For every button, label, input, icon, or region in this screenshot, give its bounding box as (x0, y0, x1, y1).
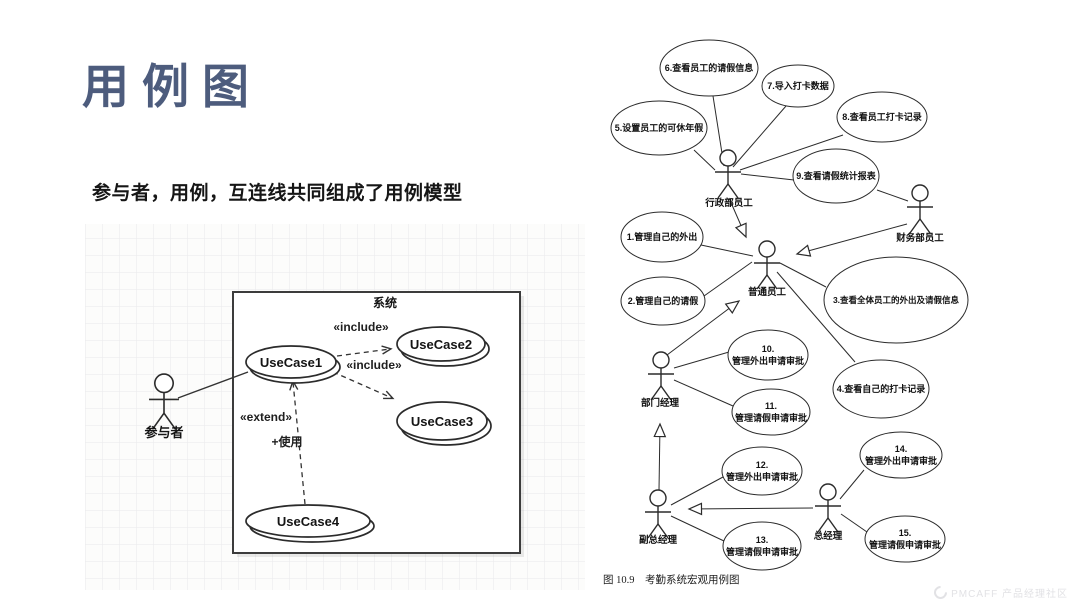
usecase-14: 14. 管理外出申请审批 (859, 431, 943, 479)
use-label: +使用 (271, 434, 302, 449)
svg-text:普通员工: 普通员工 (748, 286, 787, 298)
actor-admin-staff: 行政部员工 (704, 149, 753, 209)
svg-text:管理请假申请审批: 管理请假申请审批 (869, 539, 941, 550)
usecase-13: 13. 管理请假申请审批 (722, 521, 802, 571)
generalization-arrows (653, 197, 908, 516)
usecase4-ellipse: UseCase4 (245, 504, 375, 543)
right-usecase-diagram: 6.查看员工的请假信息 7.导入打卡数据 8.查看员工打卡记录 5.设置员工的可… (598, 22, 1080, 594)
svg-text:6.查看员工的请假信息: 6.查看员工的请假信息 (665, 62, 754, 73)
svg-text:1.管理自己的外出: 1.管理自己的外出 (627, 231, 698, 242)
svg-text:UseCase2: UseCase2 (410, 337, 472, 352)
svg-text:管理外出申请审批: 管理外出申请审批 (865, 455, 937, 466)
usecase3-ellipse: UseCase3 (396, 401, 492, 446)
usecase-7: 7.导入打卡数据 (761, 64, 835, 108)
usecase-11: 11. 管理请假申请审批 (731, 388, 811, 436)
extend-label: «extend» (240, 410, 292, 424)
svg-text:UseCase3: UseCase3 (411, 414, 473, 429)
left-usecase-diagram-svg: 系统 参与者 UseCase1 UseCase2 UseCase3 UseCas… (85, 224, 585, 590)
usecase-15: 15. 管理请假申请审批 (864, 515, 946, 563)
system-label: 系统 (373, 295, 397, 310)
svg-text:管理请假申请审批: 管理请假申请审批 (726, 546, 798, 557)
svg-text:财务部员工: 财务部员工 (895, 232, 944, 244)
actor-participant-label: 参与者 (144, 425, 183, 440)
actor-deputy-gm: 副总经理 (639, 489, 678, 546)
usecase-8: 8.查看员工打卡记录 (836, 91, 928, 143)
watermark-text: PMCAFF 产品经理社区 (951, 589, 1068, 600)
actor-dept-manager: 部门经理 (641, 351, 680, 409)
svg-text:5.设置员工的可休年假: 5.设置员工的可休年假 (615, 122, 705, 133)
usecase1-ellipse: UseCase1 (245, 345, 341, 384)
svg-text:部门经理: 部门经理 (641, 397, 680, 409)
left-usecase-diagram: 系统 参与者 UseCase1 UseCase2 UseCase3 UseCas… (85, 224, 585, 596)
usecase-9: 9.查看请假统计报表 (792, 148, 880, 204)
right-usecase-diagram-svg: 6.查看员工的请假信息 7.导入打卡数据 8.查看员工打卡记录 5.设置员工的可… (603, 39, 969, 586)
svg-text:管理外出申请审批: 管理外出申请审批 (726, 471, 798, 482)
svg-text:15.: 15. (899, 528, 912, 538)
extend-arrow-uc4-uc1 (289, 379, 306, 505)
actor-regular-employee: 普通员工 (748, 240, 787, 298)
svg-text:8.查看员工打卡记录: 8.查看员工打卡记录 (842, 111, 922, 122)
pmcaff-logo-icon (931, 583, 950, 602)
usecase-4: 4.查看自己的打卡记录 (832, 359, 930, 419)
usecase-5: 5.设置员工的可休年假 (610, 100, 708, 156)
svg-text:UseCase4: UseCase4 (277, 514, 340, 529)
svg-text:3.查看全体员工的外出及请假信息: 3.查看全体员工的外出及请假信息 (833, 295, 960, 305)
actor-participant: 参与者 (144, 373, 184, 440)
include-arrow-uc1-uc3 (332, 371, 395, 400)
actor-finance-staff: 财务部员工 (895, 184, 944, 244)
svg-text:UseCase1: UseCase1 (260, 355, 322, 370)
page-title: 用例图 (82, 60, 262, 113)
svg-text:13.: 13. (756, 535, 769, 545)
watermark: PMCAFF 产品经理社区 (931, 583, 1068, 602)
svg-text:副总经理: 副总经理 (639, 534, 678, 546)
actor-gm: 总经理 (814, 483, 843, 542)
slide-subtitle: 参与者，用例，互连线共同组成了用例模型 (92, 183, 463, 204)
svg-text:14.: 14. (895, 444, 908, 454)
usecase2-ellipse: UseCase2 (396, 326, 490, 367)
usecase-10: 10. 管理外出申请审批 (727, 329, 809, 381)
include-label-top: «include» (333, 320, 389, 334)
svg-text:总经理: 总经理 (814, 530, 843, 542)
svg-text:9.查看请假统计报表: 9.查看请假统计报表 (796, 170, 877, 181)
svg-text:11.: 11. (765, 401, 777, 411)
usecase-2: 2.管理自己的请假 (620, 276, 706, 326)
usecase-1: 1.管理自己的外出 (620, 211, 704, 263)
svg-text:4.查看自己的打卡记录: 4.查看自己的打卡记录 (837, 383, 926, 394)
assoc-actor-usecase1 (177, 371, 249, 399)
svg-text:行政部员工: 行政部员工 (704, 197, 753, 209)
usecase-6: 6.查看员工的请假信息 (659, 39, 759, 97)
figure-caption: 图 10.9 考勤系统宏观用例图 (603, 573, 740, 586)
usecase-12: 12. 管理外出申请审批 (721, 446, 803, 496)
svg-text:7.导入打卡数据: 7.导入打卡数据 (767, 80, 829, 91)
svg-text:管理外出申请审批: 管理外出申请审批 (732, 355, 804, 366)
svg-text:2.管理自己的请假: 2.管理自己的请假 (628, 295, 700, 306)
usecase-3: 3.查看全体员工的外出及请假信息 (823, 256, 969, 344)
svg-text:管理请假申请审批: 管理请假申请审批 (735, 412, 807, 423)
include-label-mid: «include» (346, 358, 402, 372)
svg-text:12.: 12. (756, 460, 769, 470)
svg-text:10.: 10. (762, 344, 775, 354)
